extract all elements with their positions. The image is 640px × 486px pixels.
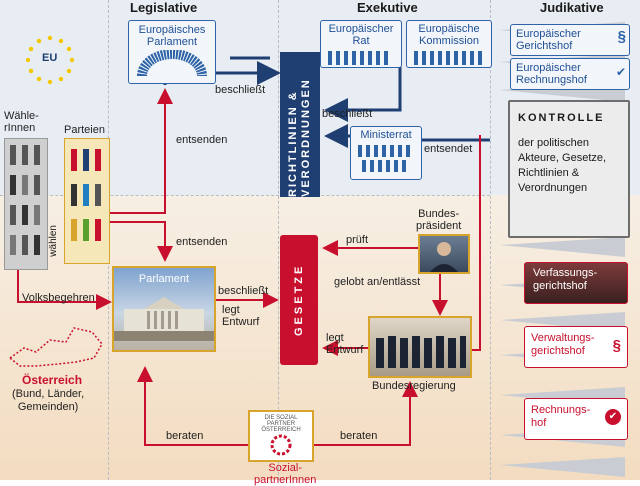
label-entsenden-2: entsenden <box>176 236 228 248</box>
label-prueft: prüft <box>346 234 369 246</box>
ministerrat-box: Ministerrat <box>350 126 422 180</box>
heading-executive: Exekutive <box>357 0 418 15</box>
eugh-box: Europäischer Gerichtshof § <box>510 24 630 56</box>
label-entsendet: entsendet <box>424 143 473 155</box>
gesetze-bar: GESETZE <box>280 235 318 365</box>
bundesregierung-photo <box>368 316 472 378</box>
european-council-box: Europäischer Rat <box>320 20 402 68</box>
parlament-box: Parlament <box>112 266 216 352</box>
label-regierung-legt-entwurf: legt Entwurf <box>326 332 364 356</box>
heading-judicative: Judikative <box>540 0 604 15</box>
voters-icon <box>10 145 40 255</box>
voters-title: Wähle- rInnen <box>4 110 39 134</box>
parlament-label: Parlament <box>138 273 190 285</box>
oesterreich-sub: (Bund, Länder, Gemeinden) <box>12 388 85 413</box>
label-beraten-1: beraten <box>166 430 204 442</box>
level-divider <box>0 195 490 196</box>
commission-members-icon <box>414 51 482 65</box>
kontrolle-title: KONTROLLE <box>518 112 605 124</box>
er-label: Europäischer Rat <box>328 23 394 47</box>
vwgh-label: Verwaltungs- gerichtshof <box>531 332 595 357</box>
rh-label: Rechnungs- hof <box>531 404 591 429</box>
austria-map-icon <box>8 327 103 367</box>
bundesregierung-label: Bundesregierung <box>372 380 456 392</box>
parliament-building-icon <box>114 297 214 341</box>
government-members-icon <box>376 336 466 368</box>
ministerrat-label: Ministerrat <box>360 129 412 141</box>
european-commission-box: Europäische Kommission <box>406 20 492 68</box>
column-divider <box>278 0 279 480</box>
voters-group <box>4 138 48 270</box>
sozialpartner-logo-text: DIE SOZIAL PARTNER ÖSTERREICH <box>261 415 301 433</box>
label-beschliesst-ep: beschließt <box>215 84 266 96</box>
sozialpartner-logo: DIE SOZIAL PARTNER ÖSTERREICH <box>248 410 314 462</box>
ek-label: Europäische Kommission <box>418 23 480 47</box>
kontrolle-box: KONTROLLE der politischen Akteure, Geset… <box>508 100 630 238</box>
eurh-label: Europäischer Rechnungshof <box>516 62 587 86</box>
vwgh-box: Verwaltungs- gerichtshof § <box>524 326 628 368</box>
paragraph-icon: § <box>612 337 621 354</box>
ministerrat-members-icon <box>358 145 410 172</box>
heading-legislative: Legislative <box>130 0 198 15</box>
label-volksbegehren: Volksbegehren <box>22 292 95 304</box>
voters-waehlen-label: wählen <box>48 225 59 257</box>
kontrolle-text: der politischen Akteure, Gesetze, Richtl… <box>518 137 607 194</box>
oesterreich-title: Österreich <box>22 373 83 387</box>
vfgh-label: Verfassungs- gerichtshof <box>533 267 598 292</box>
council-members-icon <box>328 51 388 65</box>
rh-box: Rechnungs- hof ✔ <box>524 398 628 440</box>
european-parliament-box: Europäisches Parlament <box>128 20 216 84</box>
checkmark-icon: ✔ <box>605 409 621 425</box>
paragraph-icon: § <box>617 28 626 45</box>
checkmark-icon: ✔ <box>615 65 626 79</box>
label-gelobt: gelobt an/entlässt <box>334 276 421 288</box>
parties-title: Parteien <box>64 124 105 136</box>
ep-label: Europäisches Parlament <box>138 24 206 48</box>
sozialpartner-mark-icon <box>270 434 292 456</box>
eurh-box: Europäischer Rechnungshof ✔ <box>510 58 630 90</box>
parliament-seats-icon <box>137 49 207 77</box>
richtlinien-verordnungen-bar: RICHTLINIEN & VERORDNUNGEN <box>280 52 320 197</box>
label-parlament-beschliesst: beschließt <box>218 285 269 297</box>
parties-group <box>64 138 110 264</box>
vfgh-box: Verfassungs- gerichtshof <box>524 262 628 304</box>
person-icon <box>430 242 458 272</box>
eu-flag-icon <box>25 35 75 85</box>
bundespraesident-label: Bundes- präsident <box>416 208 462 232</box>
eu-label: EU <box>42 52 58 64</box>
parties-icon <box>71 149 101 241</box>
column-divider <box>490 0 491 480</box>
label-entsenden-1: entsenden <box>176 134 228 146</box>
bundespraesident-photo <box>418 234 470 274</box>
label-beschliesst-mr: beschließt <box>322 108 373 120</box>
eugh-label: Europäischer Gerichtshof <box>516 28 581 52</box>
sozialpartner-label: Sozial- partnerInnen <box>254 462 317 486</box>
label-beraten-2: beraten <box>340 430 378 442</box>
label-parlament-legt-entwurf: legt Entwurf <box>222 304 260 328</box>
